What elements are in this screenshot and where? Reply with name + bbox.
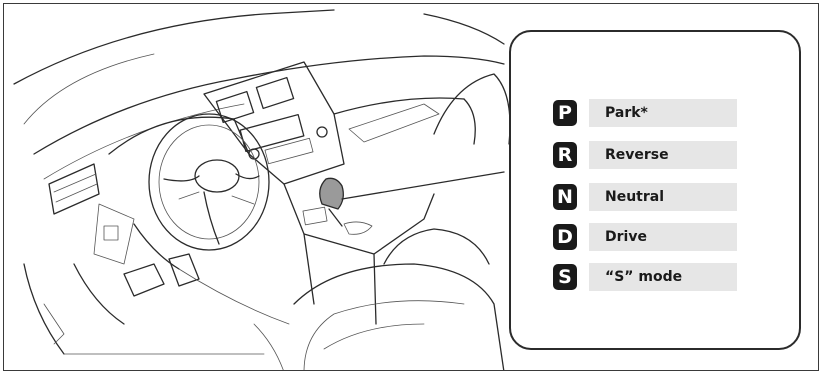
- shift-positions-callout: P Park* R Reverse N Neutral D Drive S “S…: [509, 30, 801, 350]
- gear-row-drive: D Drive: [553, 223, 737, 251]
- gear-letter-badge: D: [553, 224, 577, 250]
- gear-label: Park*: [589, 99, 737, 127]
- gear-label: Drive: [589, 223, 737, 251]
- gear-row-neutral: N Neutral: [553, 183, 737, 211]
- gear-letter-badge: R: [553, 142, 577, 168]
- gear-label: Reverse: [589, 141, 737, 169]
- gear-letter-badge: P: [553, 100, 577, 126]
- gear-row-reverse: R Reverse: [553, 141, 737, 169]
- gear-row-park: P Park*: [553, 99, 737, 127]
- gear-letter-badge: N: [553, 184, 577, 210]
- gear-label: Neutral: [589, 183, 737, 211]
- gear-row-s-mode: S “S” mode: [553, 263, 737, 291]
- gear-letter-badge: S: [553, 264, 577, 290]
- gear-label: “S” mode: [589, 263, 737, 291]
- diagram-frame: P Park* R Reverse N Neutral D Drive S “S…: [3, 3, 819, 371]
